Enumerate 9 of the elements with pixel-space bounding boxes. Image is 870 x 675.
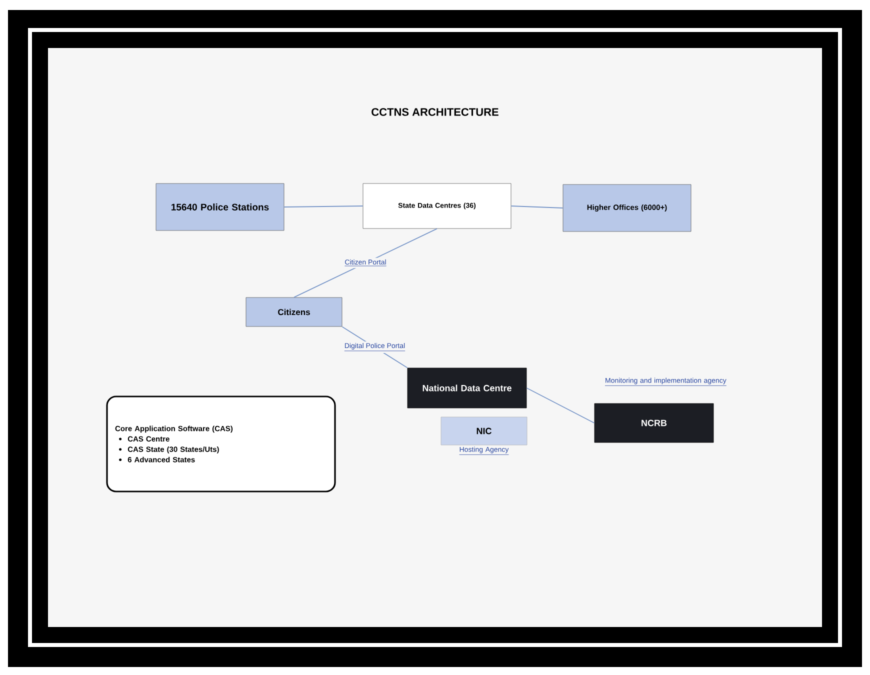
- process-box: NCRB: [594, 403, 714, 443]
- connector-line: [510, 206, 564, 208]
- process-box: NIC: [440, 416, 528, 446]
- process-box: National Data Centre: [407, 368, 527, 408]
- process-box: 15640 Police Stations: [156, 183, 284, 231]
- title: CCTNS ARCHITECTURE: [372, 108, 498, 116]
- process-box: Citizens: [246, 297, 342, 327]
- connector-line: [526, 388, 595, 424]
- connector-line: [284, 206, 364, 208]
